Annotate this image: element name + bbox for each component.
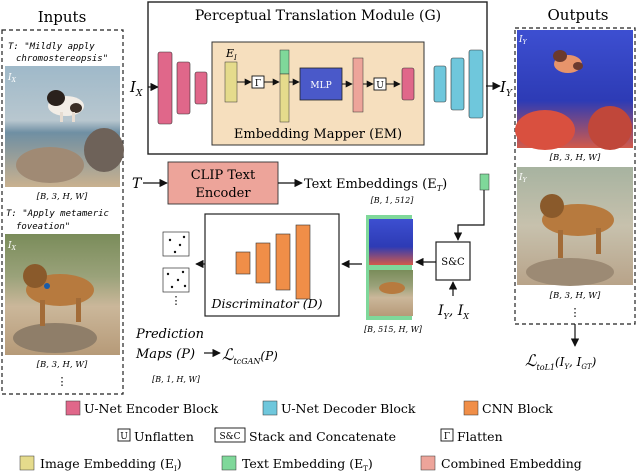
legend-sc-box [214, 427, 246, 443]
clip-box-line1: CLIP Text [191, 168, 256, 183]
stack-shape: [B, 515, H, W] [364, 325, 423, 334]
legend-unflatten-box [117, 428, 131, 442]
input-image-2 [5, 234, 120, 355]
discriminator-label: Discriminator (D) [210, 296, 322, 311]
decoder-block [468, 49, 484, 119]
outputs-title: Outputs [548, 6, 609, 24]
legend-flatten: Flatten [457, 429, 503, 444]
legend: U-Net Encoder Block U-Net Decoder Block … [19, 400, 582, 473]
input-shape-2: [B, 3, H, W] [37, 360, 88, 370]
discriminator-box [204, 213, 340, 317]
encoder-block [157, 51, 173, 125]
input-prompt-1-line2: chromostereopsis" [16, 54, 108, 64]
output-image-1-tag: IY [518, 35, 528, 46]
output-shape-2: [B, 3, H, W] [550, 291, 601, 301]
iy-ix-label: IY, IX [437, 303, 469, 321]
decoder-block [450, 57, 465, 111]
mlp-block [299, 67, 343, 101]
cnn-block [255, 242, 271, 284]
prediction-maps [162, 231, 190, 293]
input-image-1 [5, 66, 124, 187]
legend-unflatten: Unflatten [134, 429, 194, 444]
stacked-images [366, 215, 413, 320]
legend-cnn-swatch [463, 400, 479, 416]
cnn-block [275, 233, 291, 291]
image-embedding-stack [279, 73, 290, 123]
pred-line1: Prediction [135, 327, 204, 342]
ei-label: EI [225, 47, 237, 62]
legend-encoder: U-Net Encoder Block [84, 401, 219, 416]
decoder-blocks [433, 49, 484, 119]
decoder-block [433, 65, 447, 103]
legend-combined-swatch [420, 455, 436, 471]
legend-sc-glyph: S&C [219, 432, 240, 442]
ptm-input-label: IX [129, 78, 143, 99]
legend-cnn: CNN Block [482, 401, 553, 416]
legend-flatten-glyph: Γ [444, 432, 450, 442]
legend-combined: Combined Embedding [441, 456, 582, 471]
encoder-blocks [157, 51, 208, 125]
combined-embedding-bar [352, 57, 364, 113]
legend-image-emb-swatch [19, 455, 35, 471]
pred-shape: [B, 1, H, W] [152, 375, 201, 384]
inputs-title: Inputs [38, 8, 87, 26]
legend-decoder: U-Net Decoder Block [281, 401, 416, 416]
legend-decoder-swatch [262, 400, 278, 416]
legend-text-emb-swatch [221, 455, 237, 471]
pred-line2: Maps (P) [135, 347, 195, 362]
ptm-title: Perceptual Translation Module (G) [195, 8, 441, 24]
legend-flatten-box [440, 428, 454, 442]
clip-t-label: T [132, 176, 143, 192]
ptm-output-label: IY [499, 78, 513, 99]
text-embeddings-label: Text Embeddings (ET) [304, 177, 447, 193]
legend-encoder-swatch [65, 400, 81, 416]
emb-to-sc-arrow [453, 190, 485, 241]
encoder-block [194, 71, 208, 105]
legend-stack: Stack and Concatenate [249, 429, 396, 444]
input-prompt-1-line1: T: "Mildly apply [8, 42, 95, 52]
input-image-1-tag: IX [7, 73, 17, 84]
text-embedding-vector [479, 173, 490, 191]
input-prompt-2-line2: foveation" [16, 222, 70, 232]
legend-unflatten-glyph: U [120, 432, 128, 442]
cnn-block [295, 224, 311, 300]
cnn-blocks [235, 224, 311, 300]
em-title: Embedding Mapper (EM) [234, 127, 402, 142]
input-prompt-2-line1: T: "Apply metameric [6, 209, 109, 219]
mlp-label: MLP [310, 81, 331, 91]
unflatten-glyph: U [376, 81, 384, 91]
input-ellipsis: ⋮ [57, 375, 68, 388]
combined-embedding-map [401, 67, 415, 101]
clip-encoder-box [167, 161, 279, 205]
encoder-block [176, 61, 191, 115]
image-embedding-bar [224, 61, 238, 103]
output-loss: ℒtoL1(IY, IGT) [525, 351, 597, 372]
output-ellipsis: ⋮ [570, 306, 581, 319]
output-shape-1: [B, 3, H, W] [550, 153, 601, 163]
output-image-2 [517, 167, 633, 286]
output-image-2-tag: IY [518, 173, 528, 184]
cnn-block [235, 251, 251, 275]
output-image-1 [515, 30, 633, 150]
input-shape-1: [B, 3, H, W] [37, 192, 88, 202]
text-embeddings-shape: [B, 1, 512] [371, 196, 415, 205]
legend-image-emb: Image Embedding (EI) [40, 456, 182, 473]
prediction-ellipsis: ⋮ [171, 294, 182, 307]
text-embedding-bar [279, 49, 290, 75]
sc-label: S&C [441, 257, 465, 268]
input-image-2-tag: IX [7, 241, 17, 252]
legend-text-emb: Text Embedding (ET) [242, 456, 373, 473]
flatten-glyph: Γ [255, 79, 261, 89]
clip-box-line2: Encoder [195, 186, 251, 201]
sc-box [435, 241, 471, 281]
ptm-box [147, 1, 488, 155]
tcgan-loss: ℒtcGAN(P) [222, 345, 278, 366]
inputs-panel [1, 29, 124, 395]
